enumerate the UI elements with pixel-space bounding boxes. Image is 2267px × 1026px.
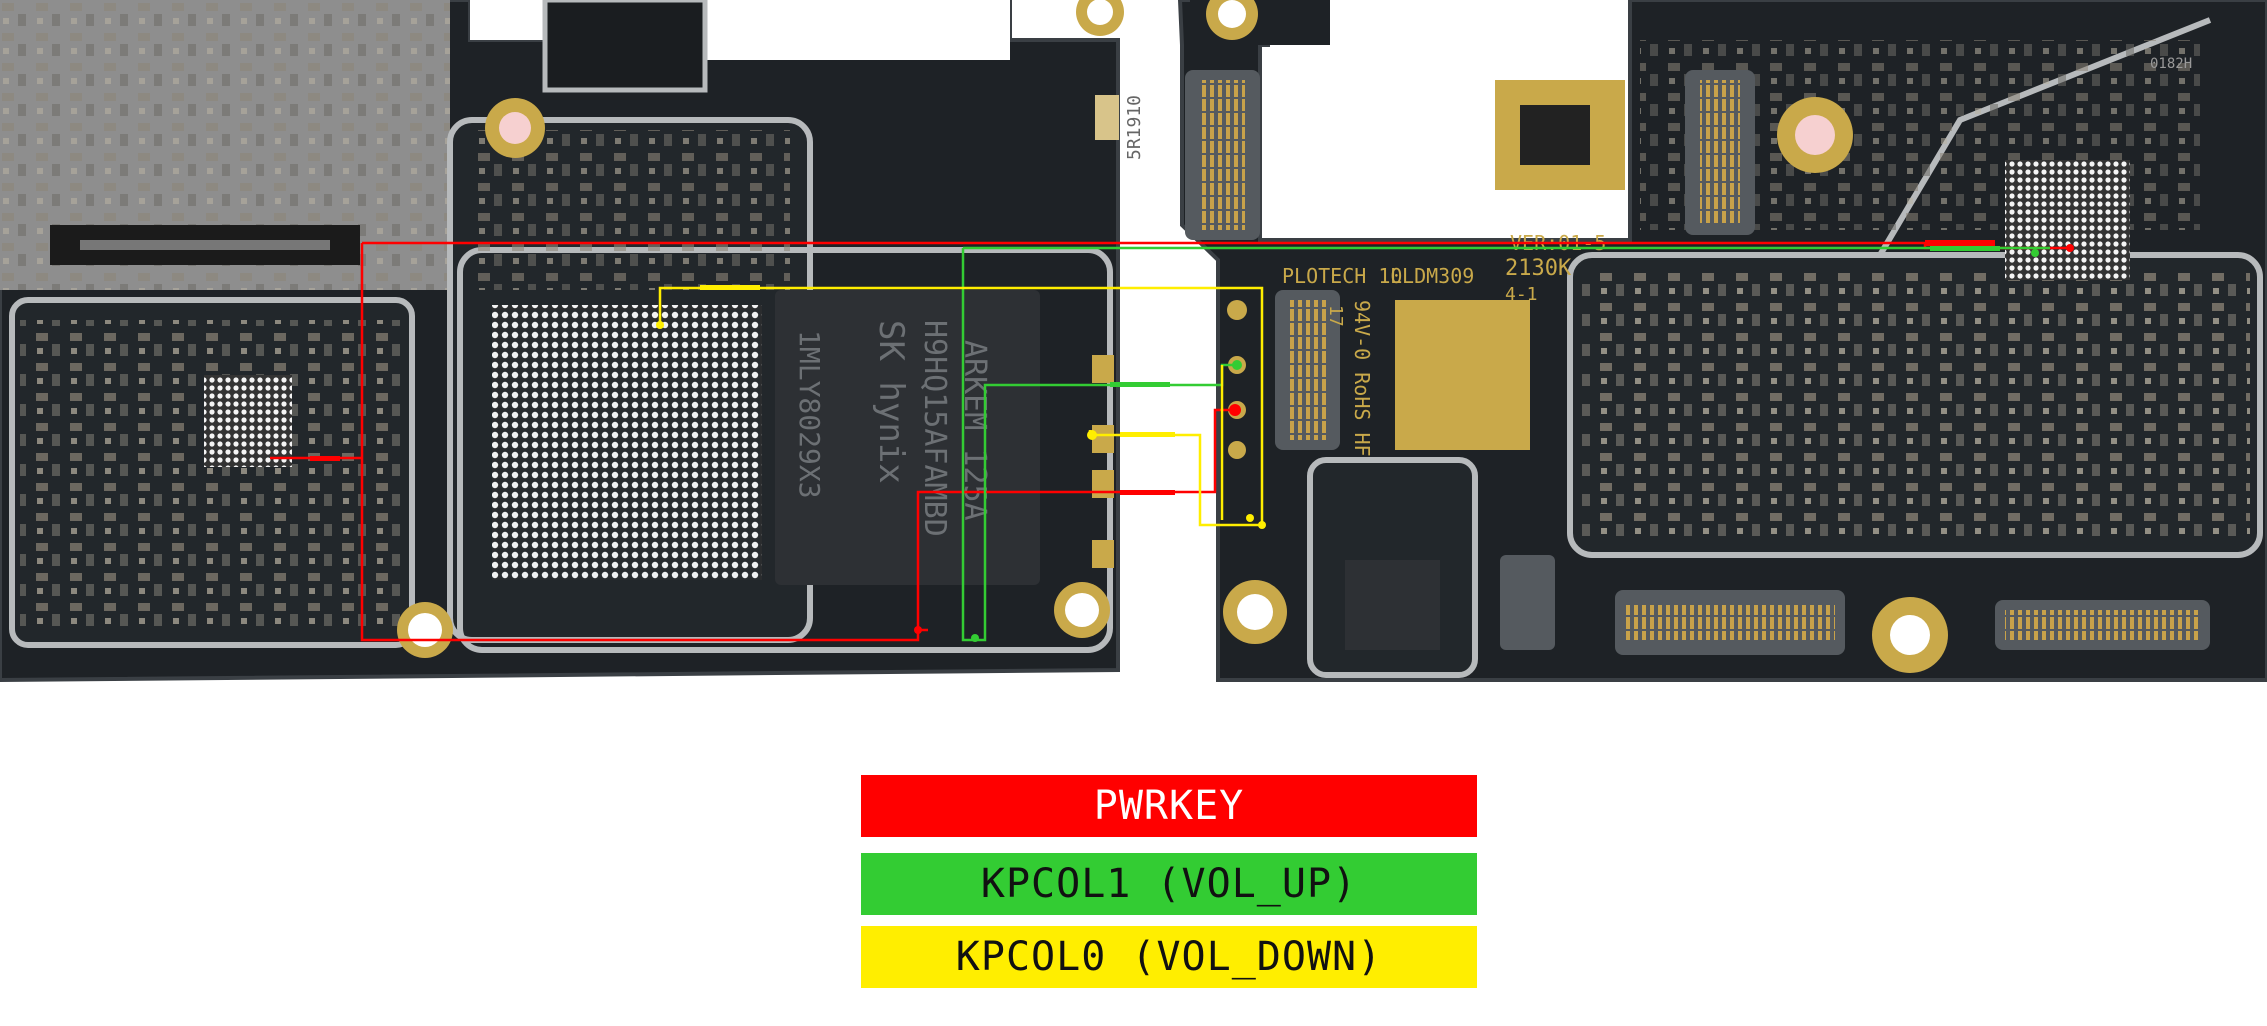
date-label: 2130K: [1505, 256, 1572, 281]
maker-label: PLOTECH 10: [1282, 264, 1402, 288]
rohs-label: 94V-0 RoHS HF: [1350, 300, 1374, 457]
model-label: LLDM309: [1390, 264, 1474, 288]
svg-text:1MLY8029X3: 1MLY8029X3: [793, 330, 826, 499]
side-code-label: 5R1910: [1124, 95, 1145, 160]
svg-text:H9HQ15AFAMBD: H9HQ15AFAMBD: [917, 320, 952, 537]
legend-pwrkey: PWRKEY: [861, 775, 1477, 837]
memory-chip: SK hynix H9HQ15AFAMBD ARKEM 125A 1MLY802…: [775, 290, 1040, 585]
rev-label: 4-1: [1505, 284, 1538, 305]
sim-tray: [0, 0, 450, 290]
pcb-diagram: SK hynix H9HQ15AFAMBD ARKEM 125A 1MLY802…: [0, 0, 2267, 683]
chip-id-label: 0182H: [2150, 56, 2192, 72]
layer-label: 17: [1325, 305, 1346, 327]
legend-vol-up: KPCOL1 (VOL_UP): [861, 853, 1477, 915]
svg-text:SK hynix: SK hynix: [871, 320, 911, 484]
gold-pad-center: [1395, 300, 1530, 450]
legend-vol-down: KPCOL0 (VOL_DOWN): [861, 926, 1477, 988]
st-chip: [1345, 560, 1440, 650]
